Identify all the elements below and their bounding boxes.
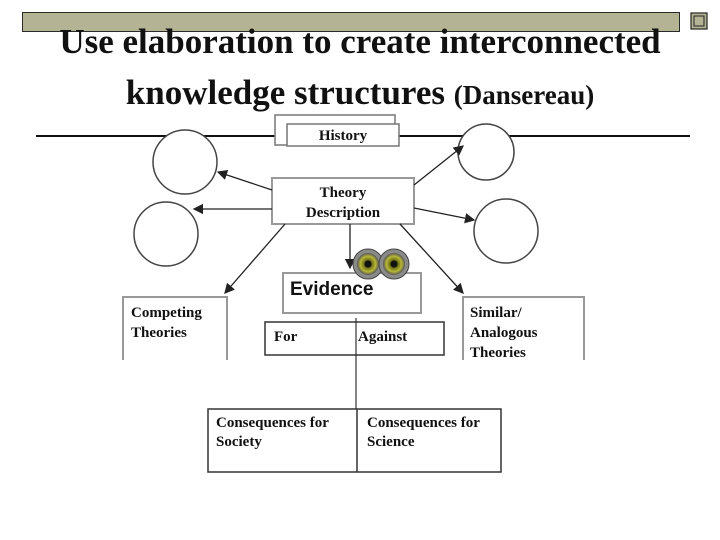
arrow-to-mid-right-node xyxy=(414,208,474,220)
arrow-to-top-right-node xyxy=(414,146,463,185)
empty-node-top-right xyxy=(458,124,514,180)
society-label-line2: Society xyxy=(216,433,262,451)
against-label: Against xyxy=(358,328,407,346)
theory-label-line1: Theory xyxy=(272,184,414,202)
empty-node-mid-right xyxy=(474,199,538,263)
similar-label-line3: Theories xyxy=(470,344,526,362)
evidence-label: Evidence xyxy=(290,281,373,299)
similar-label-line1: Similar/ xyxy=(470,304,522,322)
for-label: For xyxy=(274,328,297,346)
empty-node-top-left xyxy=(153,130,217,194)
arrow-to-competing-theories xyxy=(225,224,285,293)
theory-label-line2: Description xyxy=(272,204,414,222)
science-label-line2: Science xyxy=(367,433,414,451)
history-label: History xyxy=(287,127,399,145)
arrow-to-top-left-node xyxy=(218,172,272,190)
competing-label-line2: Theories xyxy=(131,324,187,342)
competing-label-line1: Competing xyxy=(131,304,202,322)
science-label-line1: Consequences for xyxy=(367,414,480,432)
similar-label-line2: Analogous xyxy=(470,324,538,342)
empty-node-mid-left xyxy=(134,202,198,266)
society-label-line1: Consequences for xyxy=(216,414,329,432)
